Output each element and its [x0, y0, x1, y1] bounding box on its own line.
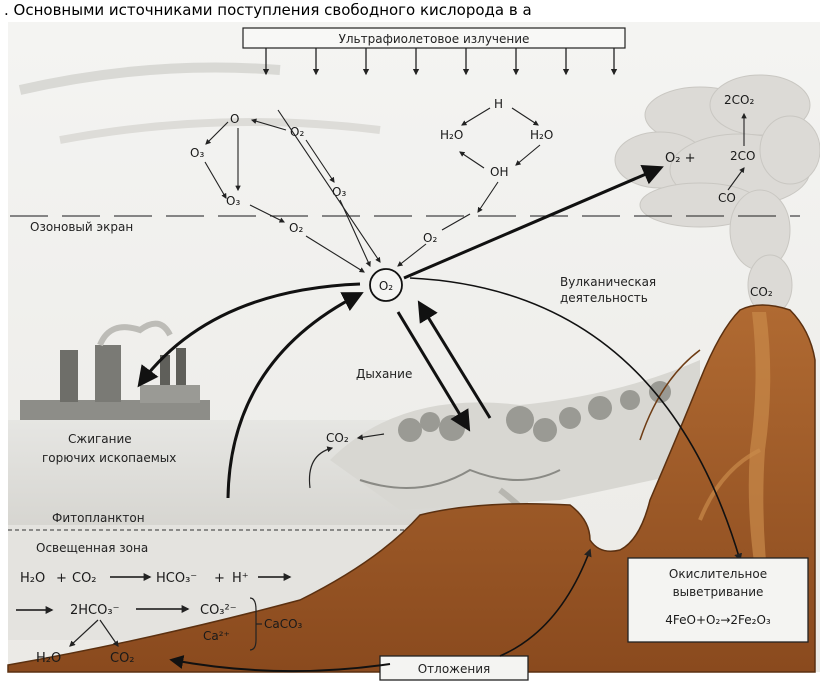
central-o2-label: O₂: [379, 279, 393, 293]
oxidative-label-2: выветривание: [673, 585, 764, 599]
ozone-screen-label: Озоновый экран: [30, 220, 133, 234]
deposits-box: Отложения: [380, 656, 528, 680]
reaction-2co: 2CO: [730, 149, 755, 163]
deposits-label: Отложения: [418, 662, 491, 676]
volcanic-activity-label-1: Вулканическая: [560, 275, 656, 289]
water-oh: OH: [490, 165, 508, 179]
eq2-co2: CO₂: [110, 651, 135, 666]
burning-label-1: Сжигание: [68, 432, 132, 446]
water-h: H: [494, 97, 503, 111]
respiration-label: Дыхание: [356, 367, 412, 381]
reaction-co: CO: [718, 191, 736, 205]
burning-label-2: горючих ископаемых: [42, 451, 176, 465]
volcano-co2: CO₂: [750, 285, 773, 299]
oxidative-equation: 4FeO+O₂→2Fe₂O₃: [665, 613, 771, 627]
eq2-ca: Ca²⁺: [203, 629, 230, 643]
ozone-o2-low: O₂: [289, 221, 303, 235]
ozone-o3-bottom: O₃: [226, 194, 240, 208]
eq1-plus1: +: [56, 571, 67, 586]
eq1-hco3: HCO₃⁻: [156, 571, 197, 586]
reaction-2co2: 2CO₂: [724, 93, 754, 107]
water-h2o-right: H₂O: [530, 128, 553, 142]
water-o2: O₂: [423, 231, 437, 245]
eq2-hco3x2: 2HCO₃⁻: [70, 603, 119, 618]
volcanic-activity-label-2: деятельность: [560, 291, 648, 305]
eq1-plus2: +: [214, 571, 225, 586]
eq2-co3: CO₃²⁻: [200, 603, 237, 618]
eq2-caco3: CaCO₃: [264, 617, 303, 631]
lit-zone-label: Освещенная зона: [36, 541, 148, 555]
ozone-o3-right: O₃: [332, 185, 346, 199]
central-o2: O₂: [370, 269, 402, 301]
ozone-o3-left: O₃: [190, 146, 204, 160]
eq1-co2: CO₂: [72, 571, 97, 586]
page-caption: . Основными источниками поступления своб…: [4, 1, 532, 19]
eq1-h2o: H₂O: [20, 571, 45, 586]
water-h2o-left: H₂O: [440, 128, 463, 142]
eq1-hplus: H⁺: [232, 571, 249, 586]
uv-label: Ультрафиолетовое излучение: [339, 32, 530, 46]
phytoplankton-label: Фитопланктон: [52, 511, 145, 525]
ozone-o: O: [230, 112, 239, 126]
reaction-o2-plus: O₂ +: [665, 151, 695, 166]
oxidative-weathering-box: Окислительное выветривание 4FeO+O₂→2Fe₂O…: [628, 558, 808, 642]
oxidative-label-1: Окислительное: [669, 567, 767, 581]
eq2-h2o: H₂O: [36, 651, 61, 666]
land-co2: CO₂: [326, 431, 349, 445]
